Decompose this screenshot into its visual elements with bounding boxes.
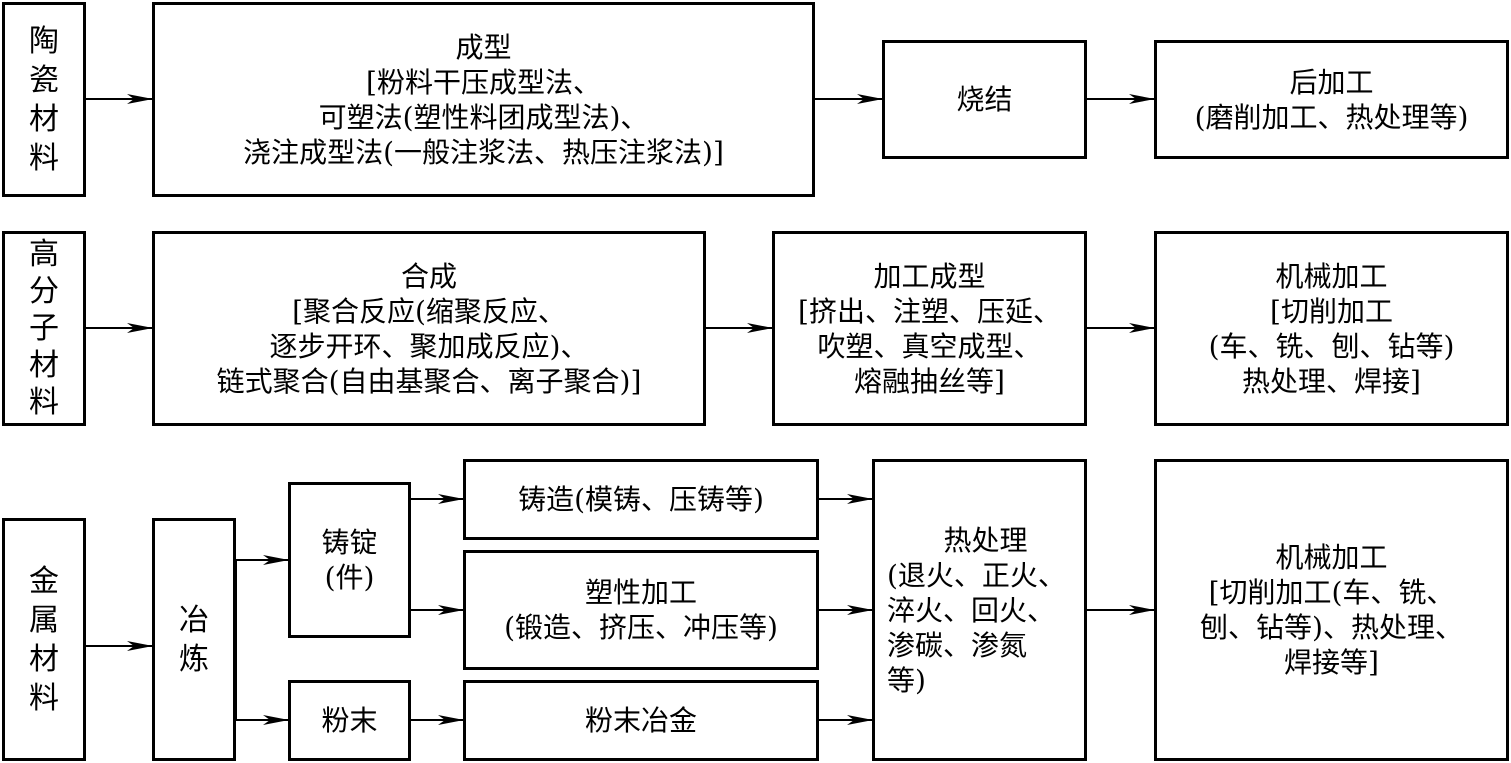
metal-powder-metallurgy-box: 粉末冶金 [463,680,819,761]
metal-casting-box: 铸造(模铸、压铸等) [463,459,819,540]
metal-smelting-box: 冶 炼 [152,518,236,761]
metal-powder-box: 粉末 [288,680,411,761]
polymer-machining-box: 机械加工 [切削加工 (车、铣、刨、钻等) 热处理、焊接] [1154,231,1509,426]
polymer-material-label: 高 分 子 材 料 [2,231,86,426]
ceramic-sintering-box: 烧结 [882,40,1087,159]
ceramic-post-processing-box: 后加工 (磨削加工、热处理等) [1154,40,1509,159]
metal-material-label: 金 属 材 料 [2,518,86,761]
metal-ingot-box: 铸锭 (件) [288,482,411,638]
ceramic-material-label: 陶 瓷 材 料 [2,2,86,197]
polymer-forming-box: 加工成型 [挤出、注塑、压延、 吹塑、真空成型、 熔融抽丝等] [772,231,1087,426]
metal-plastic-working-box: 塑性加工 (锻造、挤压、冲压等) [463,550,819,670]
metal-heat-treatment-box: 热处理 (退火、正火、 淬火、回火、 渗碳、渗氮 等) [872,459,1087,761]
metal-machining-box: 机械加工 [切削加工(车、铣、 刨、钻等)、热处理、 焊接等] [1154,459,1509,761]
polymer-synthesis-box: 合成 [聚合反应(缩聚反应、 逐步开环、聚加成反应)、 链式聚合(自由基聚合、离… [152,231,706,426]
ceramic-forming-box: 成型 [粉料干压成型法、 可塑法(塑性料团成型法)、 浇注成型法(一般注浆法、热… [152,2,815,197]
